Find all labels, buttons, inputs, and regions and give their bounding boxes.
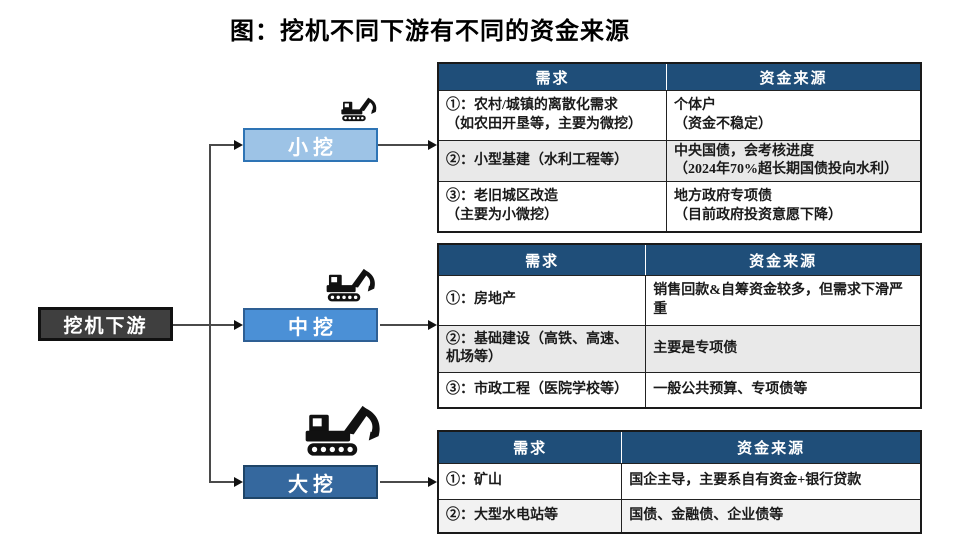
- table-row: ②：基础建设（高铁、高速、机场等） 主要是专项债: [439, 325, 920, 372]
- column-header-demand: 需求: [439, 64, 667, 90]
- demand-cell: ①：房地产: [439, 276, 647, 325]
- funding-cell: 国企主导，主要系自有资金+银行贷款: [629, 473, 862, 489]
- arrowhead-icon: [428, 140, 437, 150]
- table-row: ①：农村/城镇的离散化需求 （如农田开垦等，主要为微挖） 个体户 （资金不稳定）: [439, 90, 920, 140]
- funding-cell: 中央国债，会考核进度 （2024年70%超长期国债投向水利）: [673, 143, 898, 177]
- connector-trunk-line: [209, 144, 211, 483]
- table-small-excavator: 需求 资金来源 ①：农村/城镇的离散化需求 （如农田开垦等，主要为微挖） 个体户…: [437, 62, 922, 233]
- demand-cell: ①：农村/城镇的离散化需求 （如农田开垦等，主要为微挖）: [439, 91, 667, 140]
- connector-branch-mid-line: [209, 324, 235, 326]
- branch-box-mid: 中挖: [243, 308, 378, 342]
- funding-cell: 销售回款&自筹资金较多，但需求下滑严重: [653, 283, 903, 317]
- arrowhead-icon: [234, 140, 243, 150]
- connector-mid-table-line: [380, 324, 429, 326]
- funding-cell: 个体户 （资金不稳定）: [673, 98, 772, 132]
- excavator-large-icon: [297, 397, 389, 461]
- column-header-demand: 需求: [439, 245, 647, 275]
- funding-cell: 地方政府专项债 （目前政府投资意愿下降）: [673, 189, 842, 223]
- connector-root-line: [173, 324, 210, 326]
- table-header-row: 需求 资金来源: [439, 245, 920, 275]
- root-box: 挖机下游: [38, 307, 173, 341]
- demand-cell: ③：市政工程（医院学校等）: [439, 373, 647, 407]
- arrowhead-icon: [428, 320, 437, 330]
- connector-branch-large-line: [209, 481, 235, 483]
- branch-box-small: 小挖: [243, 128, 378, 162]
- table-row: ②：小型基建（水利工程等） 中央国债，会考核进度 （2024年70%超长期国债投…: [439, 140, 920, 181]
- connector-small-table-line: [378, 144, 429, 146]
- excavator-medium-icon: [322, 263, 380, 305]
- column-header-funding: 资金来源: [737, 441, 806, 457]
- table-row: ①：房地产 销售回款&自筹资金较多，但需求下滑严重: [439, 275, 920, 325]
- table-large-excavator: 需求 资金来源 ①：矿山 国企主导，主要系自有资金+银行贷款 ②：大型水电站等 …: [437, 430, 922, 534]
- demand-cell: ②：大型水电站等: [439, 500, 623, 532]
- figure-title: 图：挖机不同下游有不同的资金来源: [230, 19, 630, 45]
- column-header-funding: 资金来源: [759, 70, 828, 87]
- demand-cell: ②：小型基建（水利工程等）: [439, 141, 667, 181]
- demand-cell: ①：矿山: [439, 464, 623, 499]
- demand-cell: ②：基础建设（高铁、高速、机场等）: [439, 326, 647, 372]
- table-mid-excavator: 需求 资金来源 ①：房地产 销售回款&自筹资金较多，但需求下滑严重 ②：基础建设…: [437, 243, 922, 409]
- arrowhead-icon: [234, 320, 243, 330]
- table-row: ②：大型水电站等 国债、金融债、企业债等: [439, 499, 920, 532]
- column-header-demand: 需求: [439, 432, 623, 463]
- table-row: ③：市政工程（医院学校等） 一般公共预算、专项债等: [439, 372, 920, 407]
- funding-cell: 一般公共预算、专项债等: [653, 381, 808, 397]
- table-header-row: 需求 资金来源: [439, 432, 920, 463]
- table-row: ①：矿山 国企主导，主要系自有资金+银行贷款: [439, 463, 920, 499]
- arrowhead-icon: [428, 477, 437, 487]
- connector-branch-small-line: [209, 144, 235, 146]
- excavator-small-icon: [338, 92, 380, 125]
- column-header-funding: 资金来源: [749, 253, 818, 270]
- arrowhead-icon: [234, 477, 243, 487]
- connector-large-table-line: [380, 481, 429, 483]
- table-row: ③：老旧城区改造 （主要为小微挖） 地方政府专项债 （目前政府投资意愿下降）: [439, 181, 920, 231]
- branch-box-large: 大挖: [243, 465, 378, 499]
- demand-cell: ③：老旧城区改造 （主要为小微挖）: [439, 182, 667, 231]
- table-header-row: 需求 资金来源: [439, 64, 920, 90]
- funding-cell: 国债、金融债、企业债等: [629, 507, 784, 523]
- funding-cell: 主要是专项债: [653, 340, 738, 356]
